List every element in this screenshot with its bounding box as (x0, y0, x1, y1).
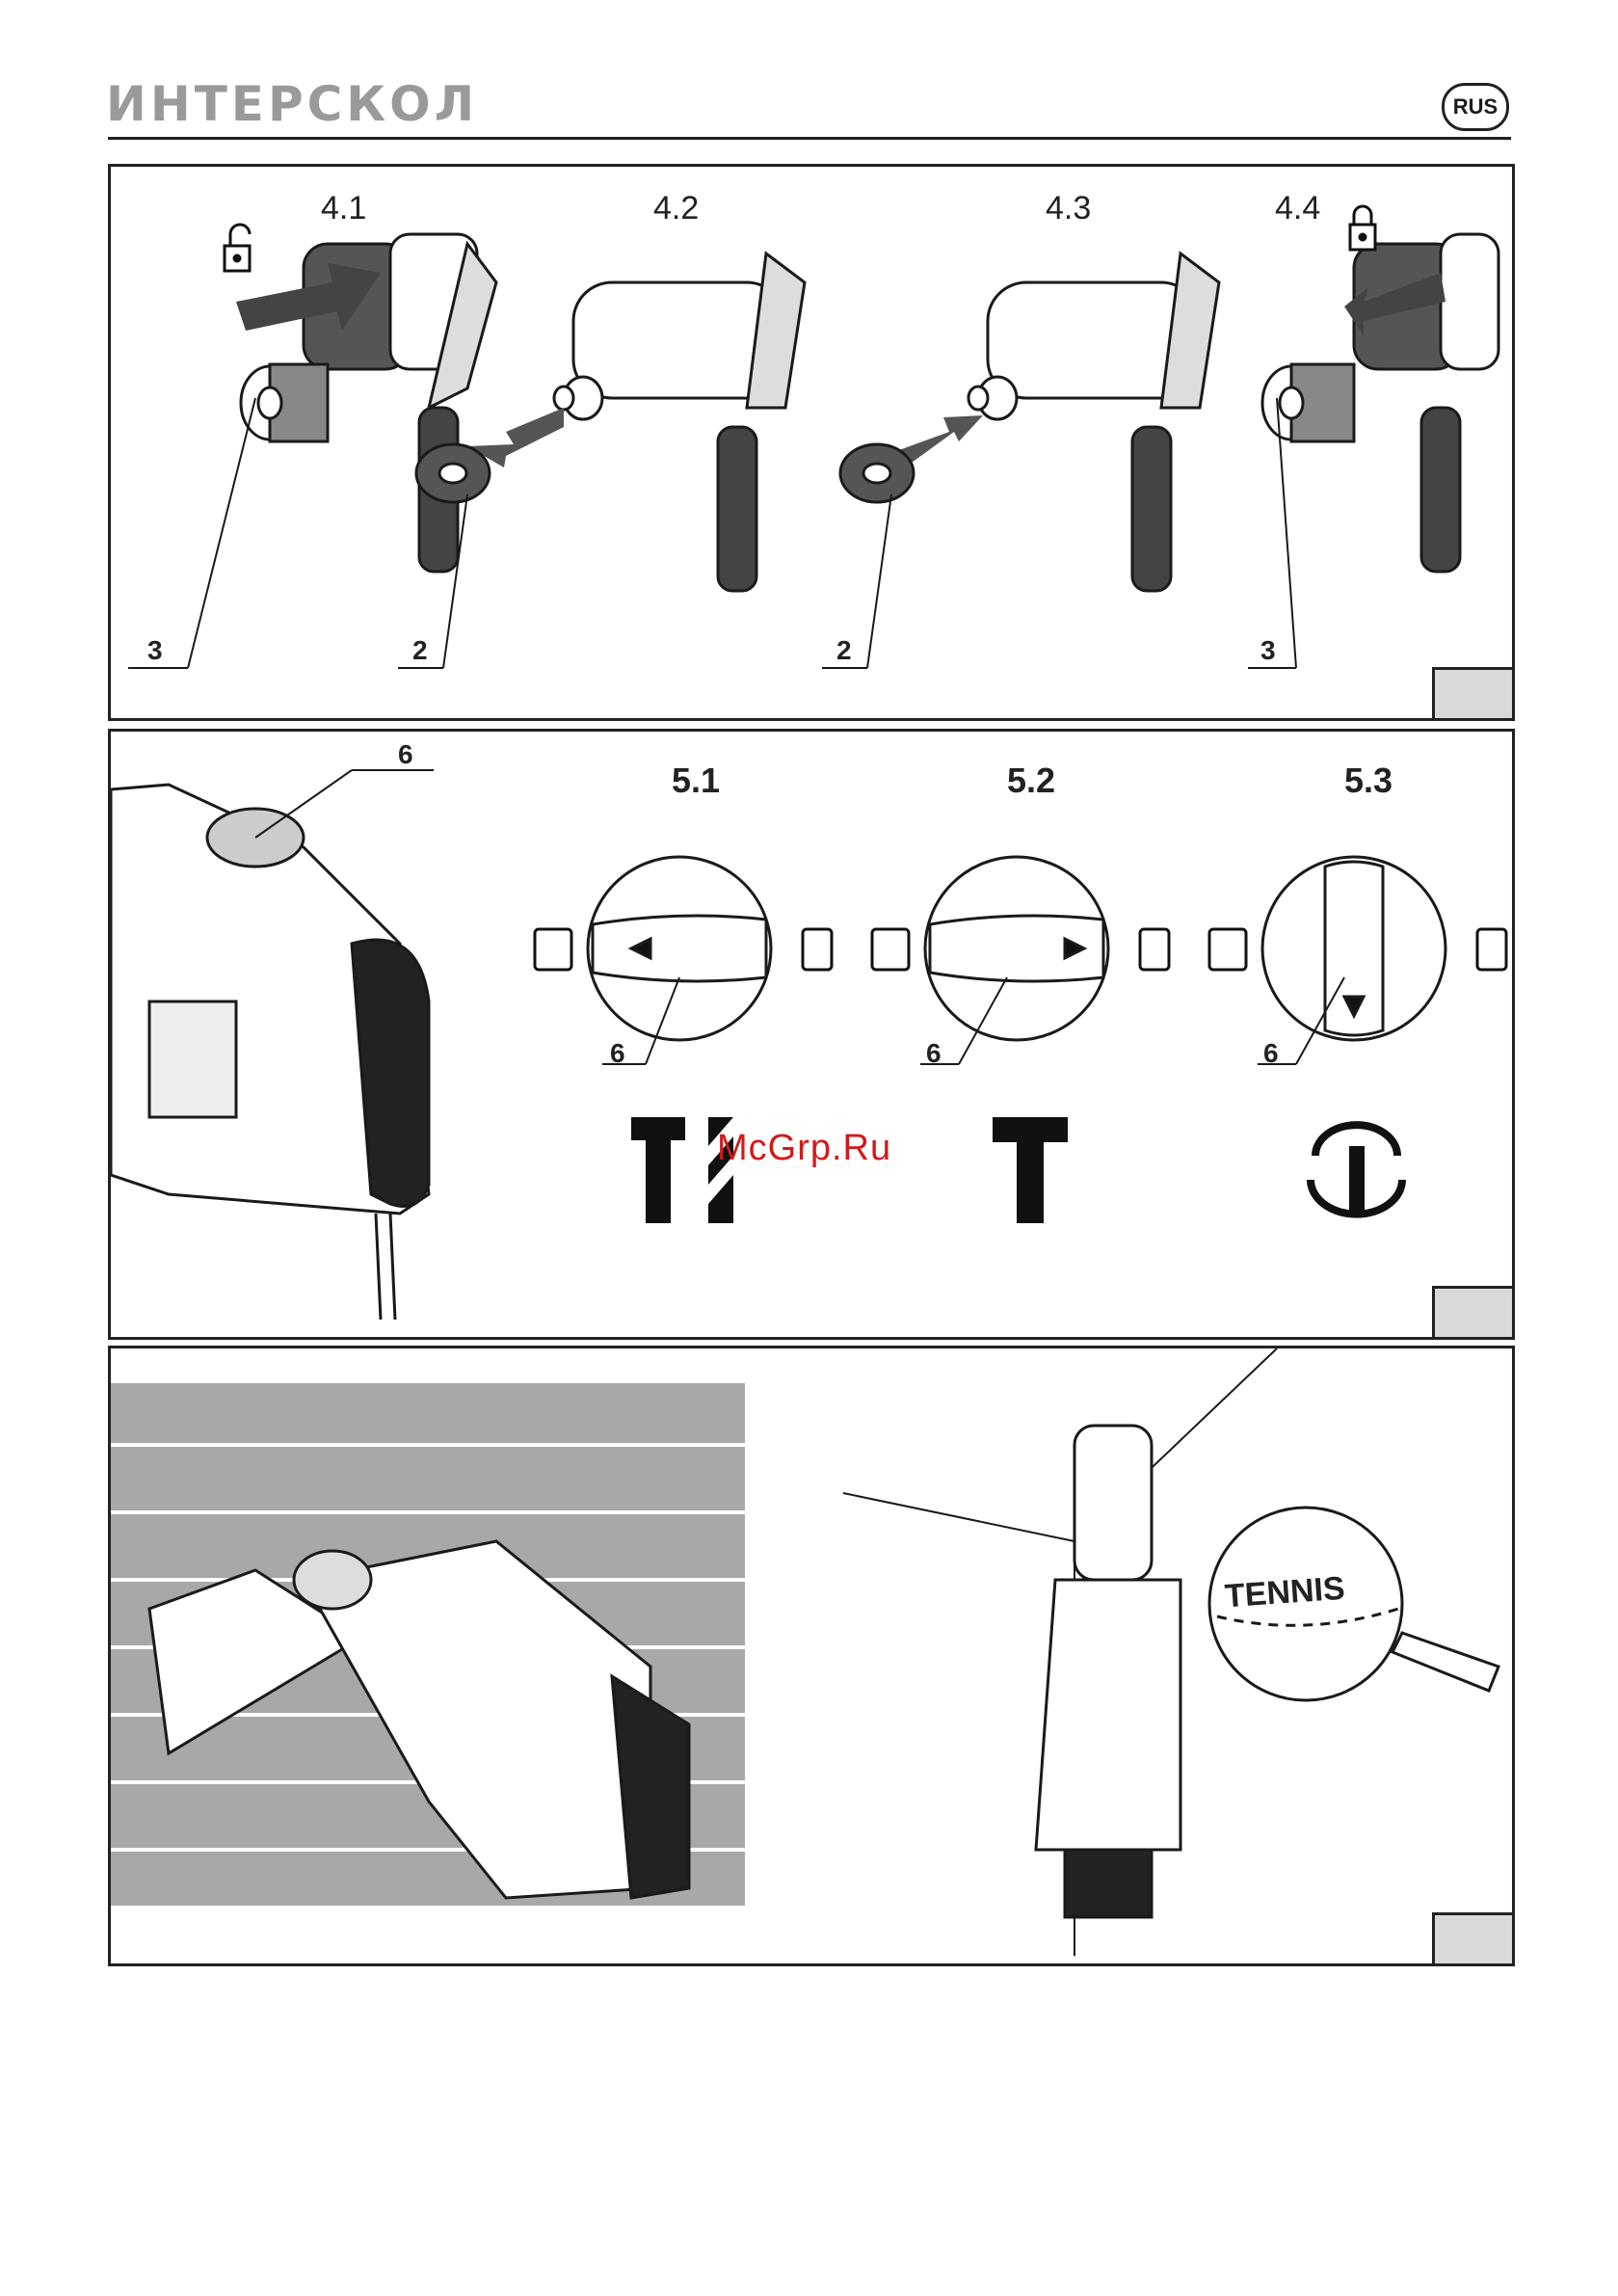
figure-4-panel: 4.1 4.2 4.3 4.4 3 2 2 3 (108, 164, 1515, 721)
dial-callout-5-2: 6 (926, 1038, 942, 1069)
unlock-icon (225, 225, 250, 271)
hammer-drill-top-view (111, 785, 429, 1320)
callout-2-a: 2 (412, 635, 428, 666)
mode-dial-5-1 (588, 857, 771, 1040)
figure-5-panel: 6 5.1 5.2 5.3 6 6 6 (108, 729, 1515, 1340)
figure-number-box (1432, 1286, 1512, 1337)
dial-callout-5-1: 6 (610, 1038, 625, 1069)
language-badge: RUS (1442, 83, 1509, 131)
drilling-symbol (993, 1117, 1068, 1223)
dust-cap-4-3 (840, 444, 914, 502)
step-4-2-label: 4.2 (653, 190, 699, 227)
hammer-drill-4-4 (1262, 234, 1499, 572)
hammer-drill-4-2 (554, 254, 805, 591)
callout-3-a: 3 (147, 635, 163, 666)
figure-5-illustration (111, 732, 1512, 1337)
brand-logo: ИНТЕРСКОЛ (106, 75, 472, 133)
dial-callout-5-3: 6 (1263, 1038, 1279, 1069)
step-4-3-label: 4.3 (1046, 190, 1091, 227)
step-4-1-label: 4.1 (321, 190, 366, 227)
step-5-2-label: 5.2 (1007, 761, 1055, 801)
callout-2-b: 2 (836, 635, 852, 666)
step-5-3-label: 5.3 (1344, 761, 1393, 801)
chisel-rotate-icon (1311, 1125, 1402, 1215)
step-4-4-label: 4.4 (1275, 190, 1320, 227)
dust-cap-4-2 (416, 444, 490, 502)
mode-dial-5-2 (925, 857, 1108, 1040)
figure-number-box (1432, 667, 1512, 718)
figure-4-illustration (111, 167, 1512, 718)
hammer-drill-overhead (1036, 1426, 1180, 1917)
mode-dial-5-3 (1262, 857, 1446, 1040)
callout-3-b: 3 (1260, 635, 1276, 666)
hammer-drill-4-3 (968, 254, 1219, 591)
lock-icon (1350, 206, 1375, 250)
header-rule (108, 137, 1511, 140)
watermark: McGrp.Ru (717, 1128, 891, 1169)
callout-6-main: 6 (398, 739, 413, 770)
step-5-1-label: 5.1 (672, 761, 720, 801)
figure-number-box (1432, 1912, 1512, 1963)
figure-6-illustration (111, 1348, 1512, 1963)
figure-6-panel: TENNIS (108, 1346, 1515, 1966)
